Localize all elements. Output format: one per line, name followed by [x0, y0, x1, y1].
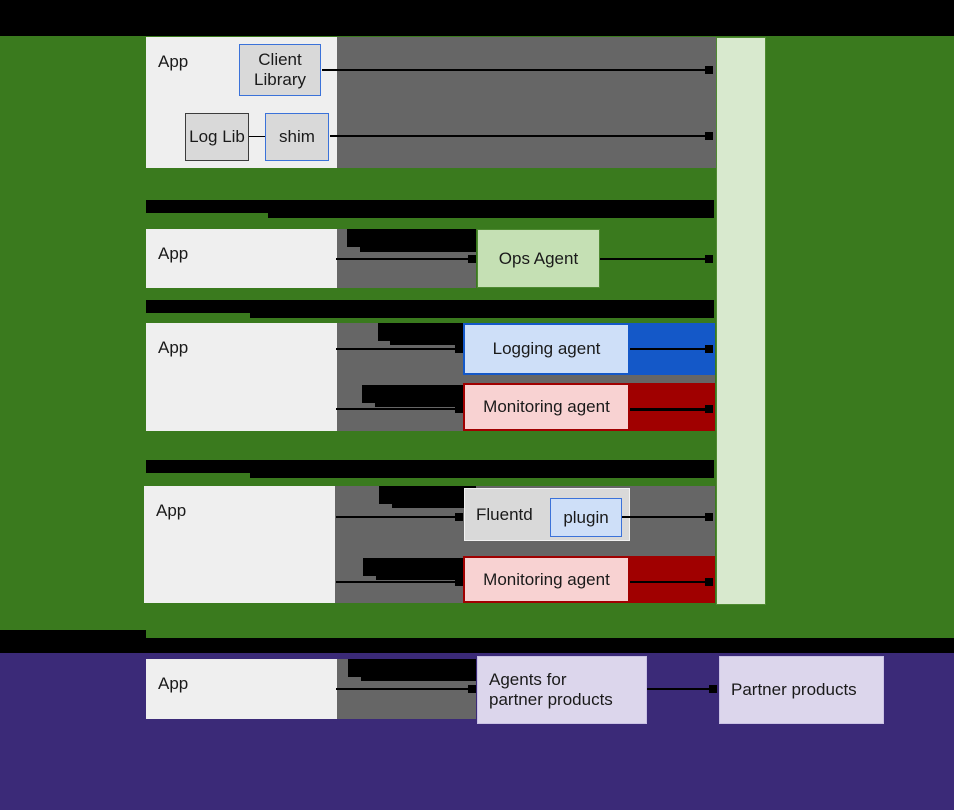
transport-gray-section-1 — [336, 37, 716, 168]
arrow-logging-agent-to-destination — [705, 345, 713, 353]
plugin-label: plugin — [563, 507, 609, 527]
redaction-label-logging-flow-tail — [390, 337, 476, 345]
partner-products-box: Partner products — [719, 656, 884, 724]
monitoring-destination-fill-2 — [630, 556, 715, 603]
partner-agents-label-line2: partner products — [489, 690, 613, 709]
redaction-label-partner-flow — [348, 659, 476, 677]
app-box-partner: App — [146, 659, 337, 719]
arrow-app-to-monitoring-agent-2 — [455, 578, 463, 586]
connector-loglib-shim — [249, 136, 265, 137]
arrow-client-library — [705, 66, 713, 74]
arrow-app-to-partner-agents — [468, 685, 476, 693]
connector-plugin-to-destination — [622, 516, 710, 518]
redaction-caption-ops-agent-tail — [268, 200, 714, 218]
monitoring-agent-box-2: Monitoring agent — [463, 556, 630, 603]
connector-app-to-partner-agents — [336, 688, 472, 690]
connector-app-to-fluentd — [336, 516, 463, 518]
connector-logging-agent-to-destination — [630, 348, 710, 350]
redaction-label-ops-agent-flow-tail — [360, 243, 476, 252]
partner-agents-box: Agents for partner products — [477, 656, 647, 724]
connector-app-to-logging-agent — [336, 348, 463, 350]
app-label: App — [158, 338, 189, 357]
redaction-label-fluentd-flow — [379, 486, 476, 504]
ops-agent-box: Ops Agent — [477, 229, 600, 288]
app-box-legacy-agents: App — [146, 323, 337, 431]
monitoring-agent-label: Monitoring agent — [483, 569, 610, 589]
app-label: App — [158, 52, 189, 71]
shim-label: shim — [279, 127, 315, 147]
arrow-app-to-ops-agent — [468, 255, 476, 263]
top-black-band — [0, 0, 954, 36]
app-label: App — [158, 674, 189, 693]
redaction-label-monitoring-flow — [362, 385, 476, 403]
monitoring-destination-fill — [630, 383, 715, 431]
divider-tail — [0, 630, 146, 653]
redaction-caption-fluentd-tail — [250, 460, 714, 478]
app-box-fluentd: App — [144, 486, 335, 603]
redaction-caption-legacy-agents-tail — [250, 300, 714, 318]
redaction-label-logging-flow — [378, 323, 476, 341]
arrow-shim — [705, 132, 713, 140]
shim-box: shim — [265, 113, 329, 161]
redaction-label-monitoring-flow-2-tail — [376, 572, 476, 580]
log-lib-box: Log Lib — [185, 113, 249, 161]
connector-app-to-ops-agent — [336, 258, 472, 260]
partner-products-label: Partner products — [731, 680, 857, 700]
app-label: App — [158, 244, 189, 263]
logging-agent-label: Logging agent — [492, 339, 601, 359]
arrow-ops-agent-to-destination — [705, 255, 713, 263]
monitoring-agent-label: Monitoring agent — [483, 397, 610, 417]
middle-black-band — [0, 638, 954, 653]
app-box-ops-agent: App — [146, 229, 337, 288]
redaction-label-partner-flow-tail — [361, 673, 476, 681]
monitoring-agent-box: Monitoring agent — [463, 383, 630, 431]
fluentd-label: Fluentd — [476, 504, 533, 524]
redaction-label-fluentd-flow-tail — [392, 500, 476, 508]
client-library-label: Client Library — [254, 50, 306, 89]
logging-agent-box: Logging agent — [463, 323, 630, 375]
arrow-app-to-fluentd — [455, 513, 463, 521]
plugin-box: plugin — [550, 498, 622, 537]
arrow-app-to-logging-agent — [455, 345, 463, 353]
partner-agents-label-line1: Agents for — [489, 670, 567, 690]
arrow-monitoring-agent-2-to-destination — [705, 578, 713, 586]
arrow-plugin-to-destination — [705, 513, 713, 521]
log-lib-label: Log Lib — [189, 127, 245, 147]
connector-client-library-to-destination — [322, 69, 710, 71]
connector-partner-agents-to-products — [647, 688, 713, 690]
arrow-app-to-monitoring-agent — [455, 405, 463, 413]
redaction-label-ops-agent-flow — [347, 229, 476, 247]
arrow-partner-agents-to-products — [709, 685, 717, 693]
connector-shim-to-destination — [330, 135, 710, 137]
connector-ops-agent-to-destination — [600, 258, 710, 260]
ops-agent-label: Ops Agent — [498, 248, 579, 268]
destination-strip — [716, 37, 766, 605]
redaction-label-monitoring-flow-tail — [375, 399, 476, 407]
connector-app-to-monitoring-agent-2 — [336, 581, 463, 583]
app-label: App — [156, 501, 187, 520]
client-library-box: Client Library — [239, 44, 321, 96]
connector-monitoring-agent-to-destination — [630, 408, 710, 411]
arrow-monitoring-agent-to-destination — [705, 405, 713, 413]
connector-app-to-monitoring-agent — [336, 408, 463, 410]
connector-monitoring-agent-2-to-destination — [630, 581, 710, 583]
redaction-label-monitoring-flow-2 — [363, 558, 476, 576]
